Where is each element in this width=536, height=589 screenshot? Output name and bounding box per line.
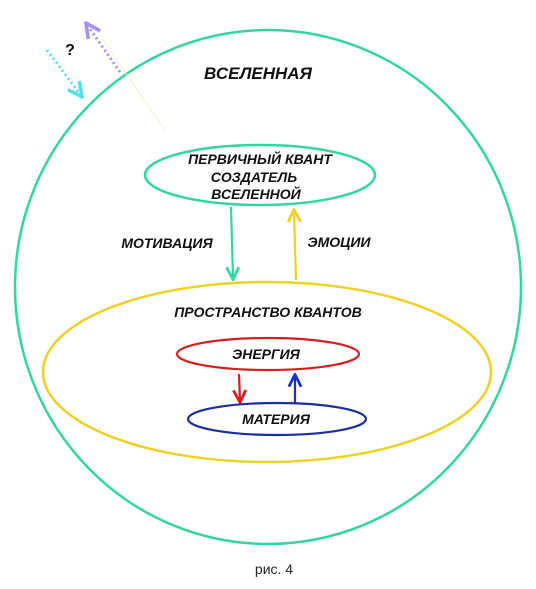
quantum-space-label: ПРОСТРАНСТВО КВАНТОВ (174, 304, 362, 320)
universe-circle (13, 28, 523, 546)
energy-to-matter-arrow (239, 373, 240, 401)
energy-ellipse (175, 336, 361, 372)
energy-label: ЭНЕРГИЯ (232, 346, 301, 362)
incoming-arrow (45, 49, 80, 94)
universe-label: ВСЕЛЕННАЯ (204, 64, 313, 83)
emotions-arrow (294, 211, 296, 281)
quantum-space-ellipse (41, 280, 493, 464)
question-mark: ? (65, 42, 75, 59)
primary-quantum-label-line2: СОЗДАТЕЛЬ (211, 169, 297, 185)
primary-quantum-label-line3: ВСЕЛЕННОЙ (211, 185, 301, 202)
matter-label: МАТЕРИЯ (242, 411, 311, 427)
boundary-ray (91, 23, 166, 131)
motivation-arrow (231, 206, 233, 278)
primary-quantum-ellipse (143, 143, 377, 207)
primary-quantum-label-line1: ПЕРВИЧНЫЙ КВАНТ (188, 150, 333, 167)
figure-caption: рис. 4 (255, 561, 293, 577)
outgoing-arrow (88, 26, 122, 73)
matter-ellipse (186, 401, 368, 437)
emotions-label: ЭМОЦИИ (308, 234, 372, 250)
motivation-label: МОТИВАЦИЯ (121, 235, 213, 251)
